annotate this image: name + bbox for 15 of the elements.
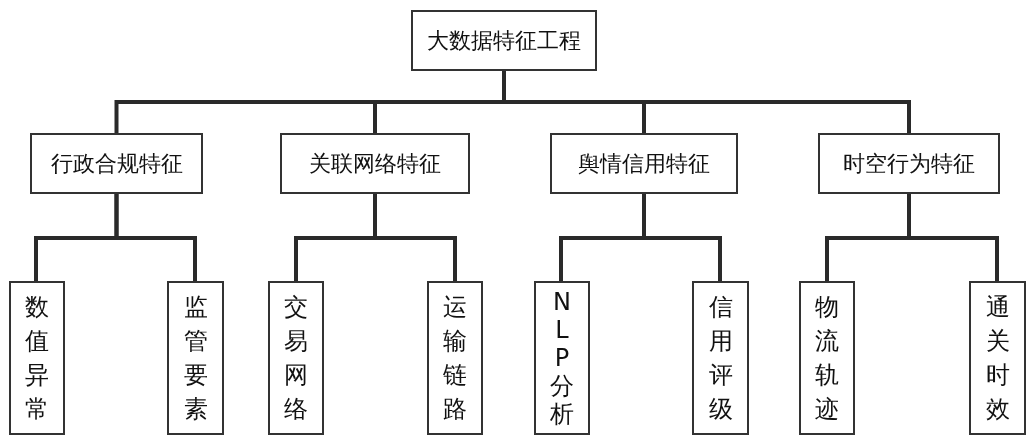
feature-box: 交易网络 [268, 281, 324, 435]
feature-box: 物流轨迹 [799, 281, 855, 435]
feature-box: 通关时效 [969, 281, 1026, 435]
category-box: 行政合规特征 [30, 133, 203, 194]
category-box: 舆情信用特征 [550, 133, 738, 194]
connector-line [502, 71, 911, 133]
category-box: 关联网络特征 [280, 133, 470, 194]
feature-box: 监管要素 [167, 281, 224, 435]
root-box: 大数据特征工程 [411, 10, 597, 71]
connector-line [114, 194, 197, 281]
category-box: 时空行为特征 [818, 133, 1000, 194]
feature-box: 运输链路 [427, 281, 483, 435]
feature-box: 数值异常 [9, 281, 65, 435]
feature-box: 信用评级 [692, 281, 749, 435]
feature-box: NLP分析 [534, 281, 590, 435]
